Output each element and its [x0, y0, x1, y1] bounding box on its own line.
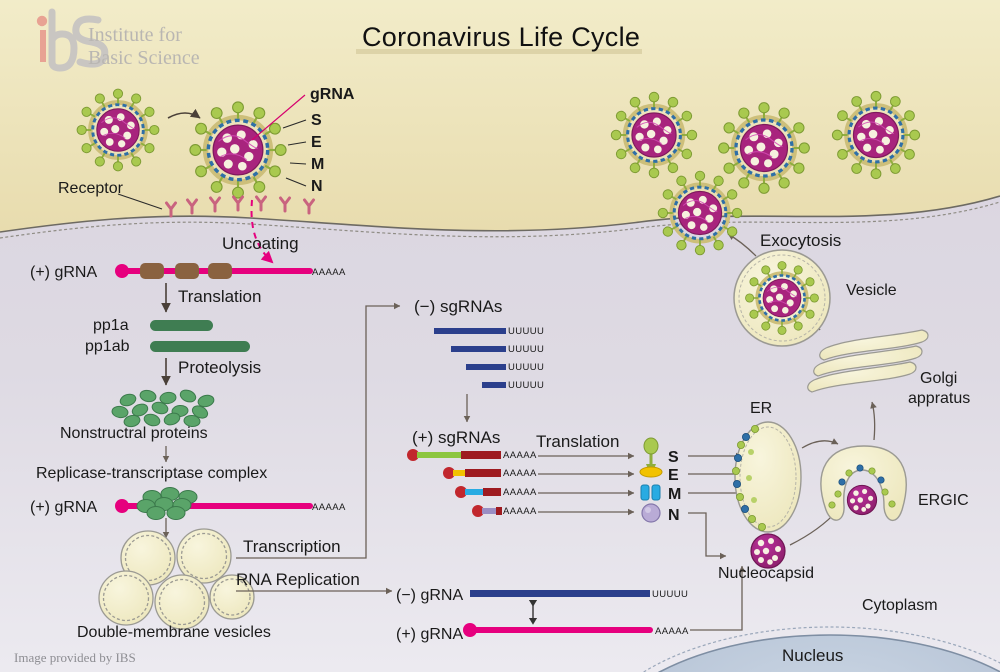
ergic-to-golgi-arrow [870, 401, 877, 441]
label-protein-e: E [668, 467, 679, 484]
label-protein-m: M [668, 486, 681, 503]
label-neg-grna: (−) gRNA [396, 587, 463, 604]
transcription-path [236, 302, 401, 559]
polyU-tail: UUUUU [508, 344, 544, 355]
polyU-tail-grna: UUUUU [652, 589, 688, 600]
nucleus-body [657, 634, 1000, 672]
neg-sgrna-bar: UUUUU [451, 344, 544, 355]
pp1ab-bar [150, 341, 250, 352]
genome-rna-entry: AAAAA [115, 263, 346, 279]
label-pos-sgrnas: (+) sgRNAs [412, 428, 500, 447]
pos-sgrna-bar-N: AAAAA [472, 505, 537, 517]
label-n: N [311, 178, 323, 195]
label-grna-rtc: (+) gRNA [30, 499, 97, 516]
label-pp1a: pp1a [93, 317, 129, 334]
neg-sgrna-bar: UUUUU [434, 326, 544, 337]
label-m: M [311, 156, 324, 173]
logo-line1: Institute for [88, 24, 182, 46]
n-to-nucleocapsid-path [688, 512, 727, 560]
label-er: ER [750, 400, 772, 417]
polyA-tail-entry: AAAAA [312, 267, 346, 278]
polyU-tail: UUUUU [508, 380, 544, 391]
nonstructural-protein-cloud [111, 389, 215, 428]
polyU-tail: UUUUU [508, 326, 544, 337]
label-grna-entry: (+) gRNA [30, 264, 97, 281]
nucleocapsid-protein-icon [641, 503, 661, 523]
polyA-tail-rtc: AAAAA [312, 502, 346, 513]
grna-leader [251, 94, 306, 141]
label-neg-sgrnas: (−) sgRNAs [414, 297, 502, 316]
transport-vesicle [733, 249, 831, 347]
pp1a-bar [150, 320, 213, 331]
grna-to-nucleocapsid-path [690, 565, 746, 631]
neg-sgrna-bar: UUUUU [466, 362, 544, 373]
label-pos-grna: (+) gRNA [396, 626, 463, 643]
label-golgi-line1: Golgi [920, 370, 957, 387]
label-ergic: ERGIC [918, 492, 969, 509]
footer-credit: Image provided by IBS [14, 650, 136, 665]
label-vesicle: Vesicle [846, 282, 897, 299]
label-proteolysis: Proteolysis [178, 358, 261, 377]
polyA-tail: AAAAA [503, 468, 537, 479]
pos-sgrna-group: AAAAA AAAAA AAAAA AAAAA [407, 449, 537, 517]
label-dmv: Double-membrane vesicles [77, 624, 271, 641]
label-nonstructural-proteins: Nonstructral proteins [60, 425, 208, 442]
ibs-logo: Institute for Basic Science [36, 8, 200, 72]
logo-line2: Basic Science [88, 47, 200, 69]
double-membrane-vesicles [98, 528, 255, 630]
uncoating-arrow [250, 199, 274, 264]
pos-grna-strand: AAAAA [463, 623, 689, 637]
label-cytoplasm: Cytoplasm [862, 597, 938, 614]
endoplasmic-reticulum [732, 421, 802, 533]
er-to-ergic-arrow [801, 438, 839, 449]
label-exocytosis: Exocytosis [760, 231, 841, 250]
neg-sgrna-group: UUUUU UUUUU UUUUU UUUUU [434, 326, 544, 391]
neg-grna-strand: UUUUU [470, 589, 688, 600]
page-title: Coronavirus Life Cycle [362, 22, 640, 52]
label-e: E [311, 134, 322, 151]
label-replicase-complex: Replicase-transcriptase complex [36, 465, 267, 482]
attachment-arrow [167, 108, 201, 119]
pos-sgrna-bar-S: AAAAA [407, 449, 537, 461]
polyU-tail: UUUUU [508, 362, 544, 373]
label-nucleus: Nucleus [782, 646, 843, 665]
m-leader [289, 162, 307, 165]
s-leader [282, 119, 307, 129]
label-transcription: Transcription [243, 537, 341, 556]
golgi-apparatus [807, 329, 929, 393]
label-translation-2: Translation [536, 432, 619, 451]
polyA-tail: AAAAA [503, 450, 537, 461]
label-grna: gRNA [310, 86, 355, 103]
label-rna-replication: RNA Replication [236, 570, 360, 589]
label-golgi-line2: appratus [908, 390, 970, 407]
label-protein-n: N [668, 507, 680, 524]
envelope-protein-icon [639, 466, 663, 478]
pos-sgrna-bar-M: AAAAA [455, 486, 537, 498]
label-pp1ab: pp1ab [85, 338, 130, 355]
membrane-protein-icon [640, 484, 661, 501]
e-leader [287, 141, 307, 146]
label-protein-s: S [668, 449, 679, 466]
label-translation: Translation [178, 287, 261, 306]
pos-sgrna-bar-E: AAAAA [443, 467, 537, 479]
polyA-tail: AAAAA [503, 487, 537, 498]
plasma-membrane-outer [0, 195, 1000, 233]
label-nucleocapsid: Nucleocapsid [718, 565, 814, 582]
ergic-compartment [820, 445, 907, 522]
n-leader [285, 177, 307, 187]
plasma-membrane-inner [0, 201, 1000, 239]
neg-sgrna-bar: UUUUU [482, 380, 544, 391]
receptor-leader [117, 193, 163, 210]
polyA-tail-grna: AAAAA [655, 626, 689, 637]
label-s: S [311, 112, 322, 129]
polyA-tail: AAAAA [503, 506, 537, 517]
label-uncoating: Uncoating [222, 234, 299, 253]
nucleocapsid-particle [750, 533, 786, 569]
title-underline [356, 49, 642, 54]
genome-rna-rtc: AAAAA [115, 487, 346, 520]
label-receptor: Receptor [58, 180, 124, 197]
